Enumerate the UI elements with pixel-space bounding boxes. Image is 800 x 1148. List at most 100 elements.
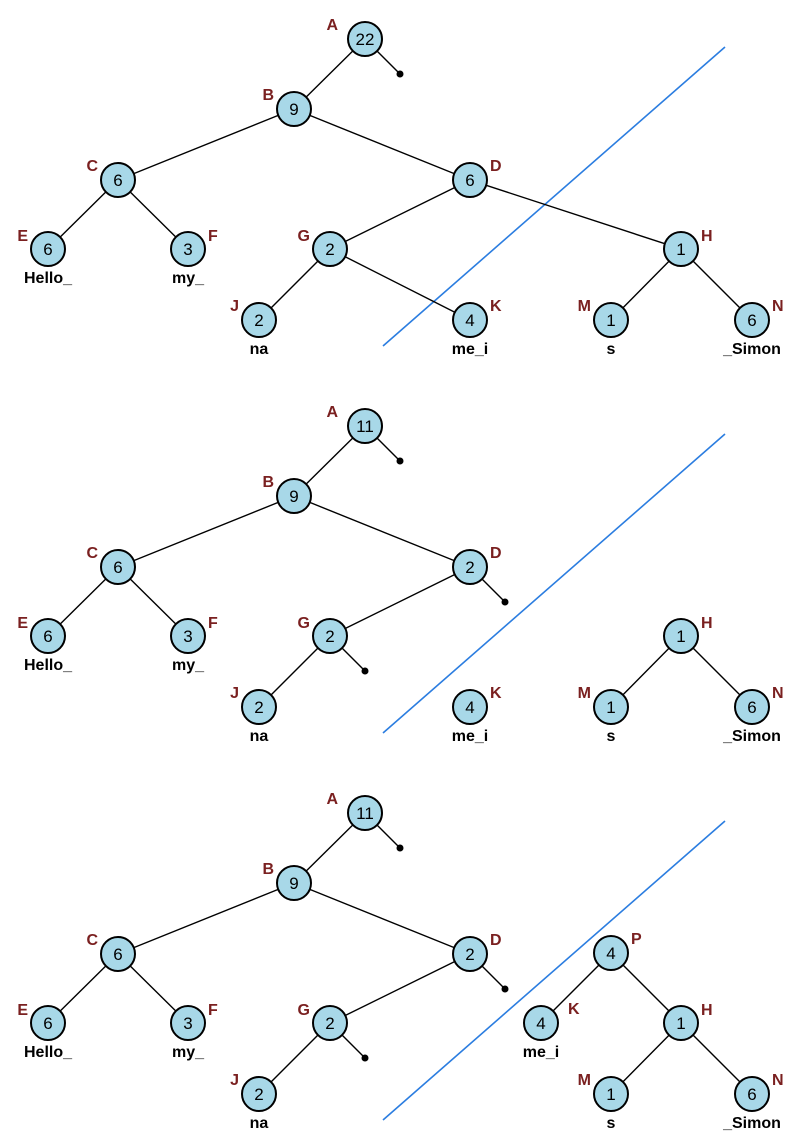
node-weight: 6 — [43, 1014, 52, 1033]
node-id-label: N — [772, 1072, 784, 1089]
node-weight: 2 — [254, 1085, 263, 1104]
edge-H-N — [692, 647, 741, 696]
node-weight: 1 — [606, 698, 615, 717]
edge-G-J — [270, 647, 319, 696]
node-weight: 3 — [183, 240, 192, 259]
tree-node-B: 9B — [262, 861, 312, 901]
node-id-label: J — [230, 298, 239, 315]
node-circle — [30, 231, 66, 267]
null-child-dot — [396, 457, 404, 465]
node-id-label: J — [230, 1072, 239, 1089]
edge-B-C — [133, 501, 279, 562]
tree-node-P: 4P — [593, 931, 642, 971]
edge-D-G — [344, 186, 456, 243]
node-id-label: B — [262, 87, 274, 104]
node-circle — [276, 478, 312, 514]
node-circle — [276, 91, 312, 127]
tree-node-H: 1H — [663, 1002, 713, 1041]
null-child-dot — [396, 70, 404, 78]
node-weight: 22 — [356, 30, 375, 49]
node-circle — [347, 408, 383, 444]
leaf-string: Hello_ — [24, 270, 73, 287]
node-weight: 3 — [183, 1014, 192, 1033]
node-circle — [734, 1076, 770, 1112]
tree-node-C: 6C — [86, 932, 136, 972]
node-id-label: C — [86, 932, 98, 949]
tree-node-C: 6C — [86, 545, 136, 585]
leaf-string: _Simon — [722, 341, 781, 358]
tree-node-N: 6N_Simon — [722, 298, 783, 358]
node-circle — [452, 302, 488, 338]
tree-panel-3: 11A9B6C2D6EHello_3Fmy_2G2Jna4P4Kme_i1H1M… — [17, 791, 783, 1132]
node-circle — [663, 231, 699, 267]
node-id-label: J — [230, 685, 239, 702]
node-id-label: E — [17, 1002, 28, 1019]
node-id-label: F — [208, 615, 218, 632]
tree-node-A: 11A — [326, 404, 383, 444]
node-circle — [100, 162, 136, 198]
edge-B-C — [133, 114, 279, 175]
node-weight: 11 — [356, 804, 374, 823]
split-line — [382, 433, 726, 734]
edge-D-G — [344, 573, 456, 630]
edge-A-B — [305, 437, 354, 485]
leaf-string: _Simon — [722, 1115, 781, 1132]
node-id-label: A — [326, 791, 338, 808]
node-circle — [663, 618, 699, 654]
leaf-string: me_i — [523, 1044, 559, 1061]
node-circle — [170, 618, 206, 654]
leaf-string: my_ — [172, 657, 205, 674]
leaf-string: s — [607, 728, 616, 745]
node-id-label: C — [86, 158, 98, 175]
tree-node-A: 11 A — [326, 791, 383, 831]
leaf-string: _Simon — [722, 728, 781, 745]
tree-node-C: 6C — [86, 158, 136, 198]
node-weight: 6 — [113, 558, 122, 577]
edge-C-E — [59, 578, 107, 625]
node-circle — [241, 302, 277, 338]
node-circle — [452, 162, 488, 198]
node-weight: 9 — [289, 100, 298, 119]
node-circle — [663, 1005, 699, 1041]
node-weight: 1 — [676, 1014, 685, 1033]
edge-B-D — [309, 114, 455, 175]
leaf-string: Hello_ — [24, 1044, 73, 1061]
null-child-edge-A — [376, 824, 401, 849]
edge-C-F — [129, 578, 177, 625]
tree-panel-2: 11A9B6C2D6EHello_3Fmy_2G1H2Jna4Kme_i1Ms6… — [17, 404, 783, 745]
edge-P-K — [552, 964, 600, 1012]
tree-node-D: 6D — [452, 158, 502, 198]
edge-C-F — [129, 965, 177, 1012]
tree-node-H: 1H — [663, 228, 713, 267]
node-weight: 4 — [536, 1014, 545, 1033]
null-child-dot — [501, 985, 509, 993]
edge-D-H — [485, 184, 666, 245]
node-circle — [241, 1076, 277, 1112]
tree-node-M: 1Ms — [578, 685, 629, 745]
edge-B-D — [309, 888, 455, 949]
node-circle — [593, 1076, 629, 1112]
leaf-string: Hello_ — [24, 657, 73, 674]
node-weight: 3 — [183, 627, 192, 646]
edge-G-J — [270, 1034, 319, 1083]
edge-A-B — [305, 824, 354, 872]
split-line — [382, 820, 726, 1121]
node-id-label: D — [490, 158, 502, 175]
null-child-edge-D — [481, 578, 506, 603]
null-child-edge-G — [341, 1034, 366, 1059]
node-id-label: D — [490, 932, 502, 949]
node-circle — [593, 935, 629, 971]
tree-node-D: 2D — [452, 545, 502, 585]
node-id-label: N — [772, 685, 784, 702]
edge-H-M — [622, 1034, 670, 1083]
node-weight: 2 — [254, 311, 263, 330]
node-id-label: F — [208, 228, 218, 245]
